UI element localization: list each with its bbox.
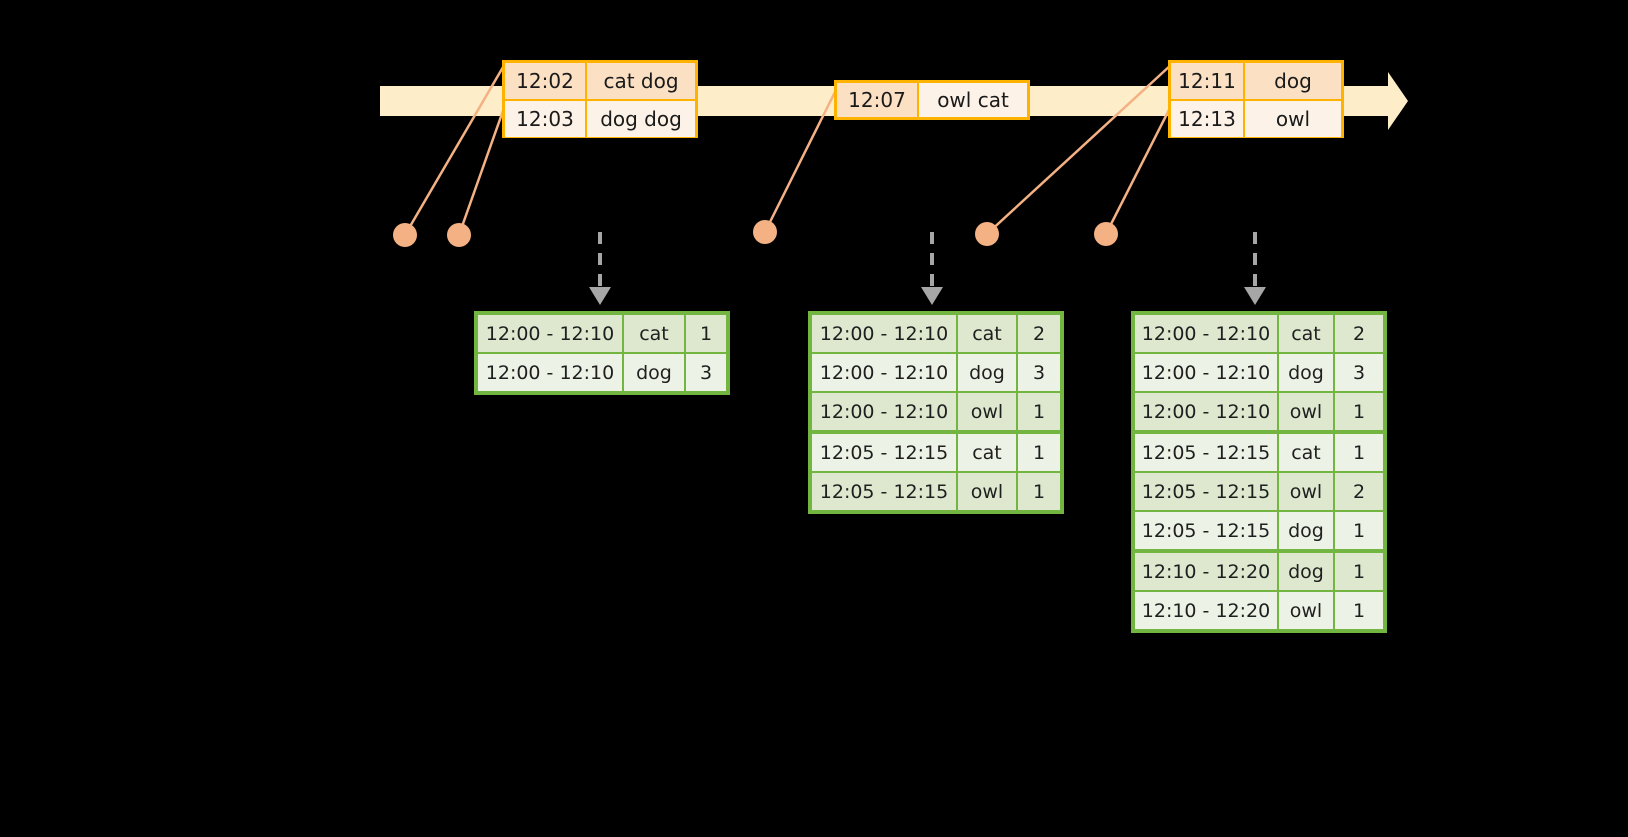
result-count-cell: 3 — [1335, 354, 1383, 391]
result-window-cell: 12:10 - 12:20 — [1135, 553, 1279, 590]
marker-12-13[interactable] — [1094, 222, 1118, 246]
result-key-cell: cat — [1279, 315, 1335, 352]
event-words: owl — [1245, 101, 1341, 137]
result-key-cell: owl — [958, 473, 1018, 510]
event-words: cat dog — [587, 63, 695, 99]
result-count-cell: 1 — [1335, 592, 1383, 629]
result-count-cell: 1 — [1018, 473, 1060, 510]
marker-12-02[interactable] — [393, 223, 417, 247]
marker-12-03[interactable] — [447, 223, 471, 247]
result-window-cell: 12:05 - 12:15 — [1135, 434, 1279, 471]
event-time: 12:11 — [1171, 63, 1245, 99]
connector-12-03 — [457, 107, 506, 236]
event-row: 12:03 dog dog — [505, 99, 695, 137]
marker-dots — [393, 220, 1118, 247]
result-key-cell: cat — [958, 434, 1018, 471]
event-words: owl cat — [919, 83, 1027, 117]
result-window-cell: 12:05 - 12:15 — [1135, 512, 1279, 549]
result-key-cell: dog — [958, 354, 1018, 391]
event-box-1[interactable]: 12:02 cat dog 12:03 dog dog — [502, 60, 698, 138]
result-count-cell: 3 — [1018, 354, 1060, 391]
result-window-cell: 12:00 - 12:10 — [478, 354, 624, 391]
result-key-cell: cat — [1279, 434, 1335, 471]
result-count-cell: 2 — [1335, 473, 1383, 510]
result-window-cell: 12:10 - 12:20 — [1135, 592, 1279, 629]
event-row: 12:02 cat dog — [505, 63, 695, 99]
result-count-cell: 1 — [1018, 393, 1060, 430]
result-key-cell: dog — [1279, 354, 1335, 391]
event-words: dog dog — [587, 101, 695, 137]
connector-12-13 — [1104, 103, 1174, 235]
result-count-cell: 1 — [1335, 553, 1383, 590]
dashed-arrow-to-table-3-head — [1244, 287, 1266, 305]
result-window-cell: 12:00 - 12:10 — [1135, 315, 1279, 352]
event-time: 12:13 — [1171, 101, 1245, 137]
event-row: 12:13 owl — [1171, 99, 1341, 137]
result-count-cell: 3 — [686, 354, 726, 391]
event-time: 12:03 — [505, 101, 587, 137]
result-key-cell: owl — [958, 393, 1018, 430]
result-window-cell: 12:00 - 12:10 — [812, 354, 958, 391]
result-key-cell: cat — [624, 315, 686, 352]
dashed-arrow-to-table-2-head — [921, 287, 943, 305]
result-window-cell: 12:00 - 12:10 — [812, 393, 958, 430]
event-box-2[interactable]: 12:07 owl cat — [834, 80, 1030, 120]
result-key-cell: dog — [624, 354, 686, 391]
result-window-cell: 12:05 - 12:15 — [812, 473, 958, 510]
result-key-cell: dog — [1279, 512, 1335, 549]
result-key-cell: owl — [1279, 473, 1335, 510]
result-key-cell: dog — [1279, 553, 1335, 590]
result-count-cell: 2 — [1335, 315, 1383, 352]
result-window-cell: 12:00 - 12:10 — [1135, 354, 1279, 391]
result-window-cell: 12:05 - 12:15 — [812, 434, 958, 471]
result-count-cell: 1 — [1018, 434, 1060, 471]
timeline-arrow-head — [1364, 72, 1408, 130]
event-words: dog — [1245, 63, 1341, 99]
result-window-cell: 12:00 - 12:10 — [478, 315, 624, 352]
dashed-arrow-group — [589, 232, 1266, 305]
event-row: 12:07 owl cat — [837, 83, 1027, 117]
result-key-cell: owl — [1279, 592, 1335, 629]
marker-12-11[interactable] — [975, 222, 999, 246]
event-time: 12:07 — [837, 83, 919, 117]
dashed-arrow-to-table-1-head — [589, 287, 611, 305]
event-row: 12:11 dog — [1171, 63, 1341, 99]
result-window-cell: 12:00 - 12:10 — [1135, 393, 1279, 430]
event-box-3[interactable]: 12:11 dog 12:13 owl — [1168, 60, 1344, 138]
marker-12-07[interactable] — [753, 220, 777, 244]
result-count-cell: 1 — [1335, 512, 1383, 549]
result-key-cell: owl — [1279, 393, 1335, 430]
result-count-cell: 1 — [1335, 393, 1383, 430]
result-count-cell: 2 — [1018, 315, 1060, 352]
result-window-cell: 12:05 - 12:15 — [1135, 473, 1279, 510]
result-key-cell: cat — [958, 315, 1018, 352]
result-count-cell: 1 — [1335, 434, 1383, 471]
result-window-cell: 12:00 - 12:10 — [812, 315, 958, 352]
result-count-cell: 1 — [686, 315, 726, 352]
event-time: 12:02 — [505, 63, 587, 99]
